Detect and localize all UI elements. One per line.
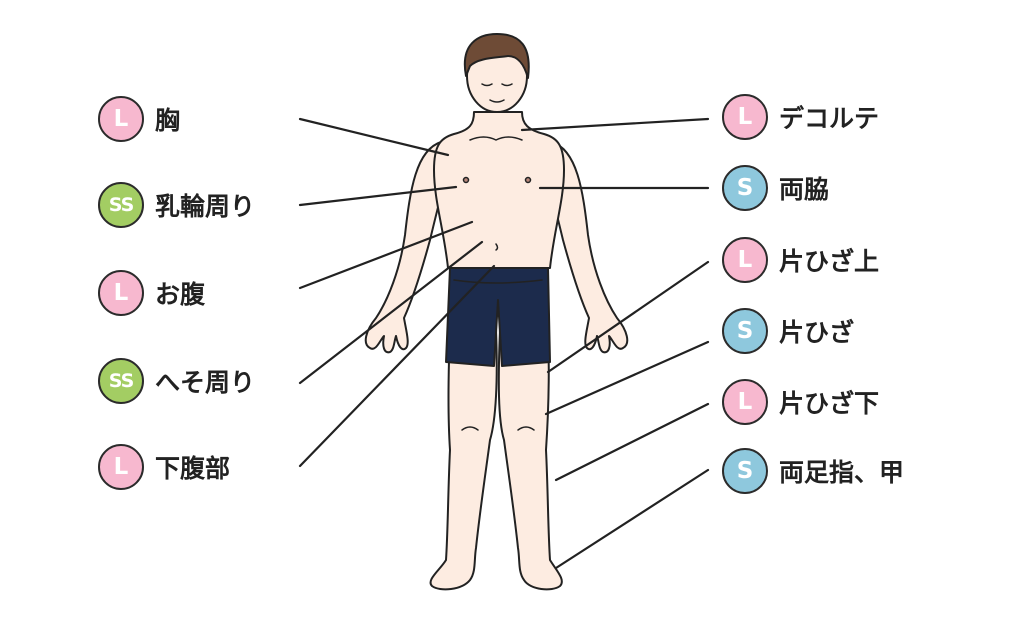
right-leg (497, 329, 563, 591)
label-text: デコルテ (779, 104, 880, 133)
label-knee: S 片ひざ (722, 306, 854, 356)
label-text: 両脇 (779, 175, 830, 204)
label-toes-instep: S 両足指、甲 (722, 446, 904, 496)
label-below-knee: L 片ひざ下 (722, 377, 879, 427)
label-navel: SS へそ周り (98, 356, 255, 406)
size-badge: SS (98, 182, 144, 228)
label-text: 片ひざ下 (779, 389, 880, 418)
size-badge: L (722, 237, 768, 283)
torso (433, 111, 565, 269)
label-lower-abdomen: L 下腹部 (98, 442, 230, 492)
label-text: 乳輪周り (155, 192, 256, 221)
size-badge: L (98, 96, 144, 142)
label-above-knee: L 片ひざ上 (722, 235, 879, 285)
label-text: お腹 (155, 280, 206, 309)
label-text: 胸 (155, 106, 181, 135)
label-text: 両足指、甲 (779, 458, 905, 487)
left-leg (429, 329, 498, 591)
label-text: へそ周り (155, 368, 256, 397)
size-badge: S (722, 308, 768, 354)
right-arm (544, 141, 629, 354)
size-badge: S (722, 448, 768, 494)
label-text: 下腹部 (155, 454, 231, 483)
size-badge: L (98, 270, 144, 316)
label-belly: L お腹 (98, 268, 205, 318)
label-underarms: S 両脇 (722, 163, 829, 213)
size-badge: L (722, 94, 768, 140)
label-text: 片ひざ上 (779, 247, 880, 276)
hair (463, 33, 530, 79)
shorts (445, 267, 551, 367)
size-badge: L (98, 444, 144, 490)
label-areola: SS 乳輪周り (98, 180, 255, 230)
label-text: 片ひざ (779, 318, 855, 347)
size-badge: S (722, 165, 768, 211)
size-badge: L (722, 379, 768, 425)
size-badge: SS (98, 358, 144, 404)
label-decollete: L デコルテ (722, 92, 879, 142)
label-chest: L 胸 (98, 94, 180, 144)
